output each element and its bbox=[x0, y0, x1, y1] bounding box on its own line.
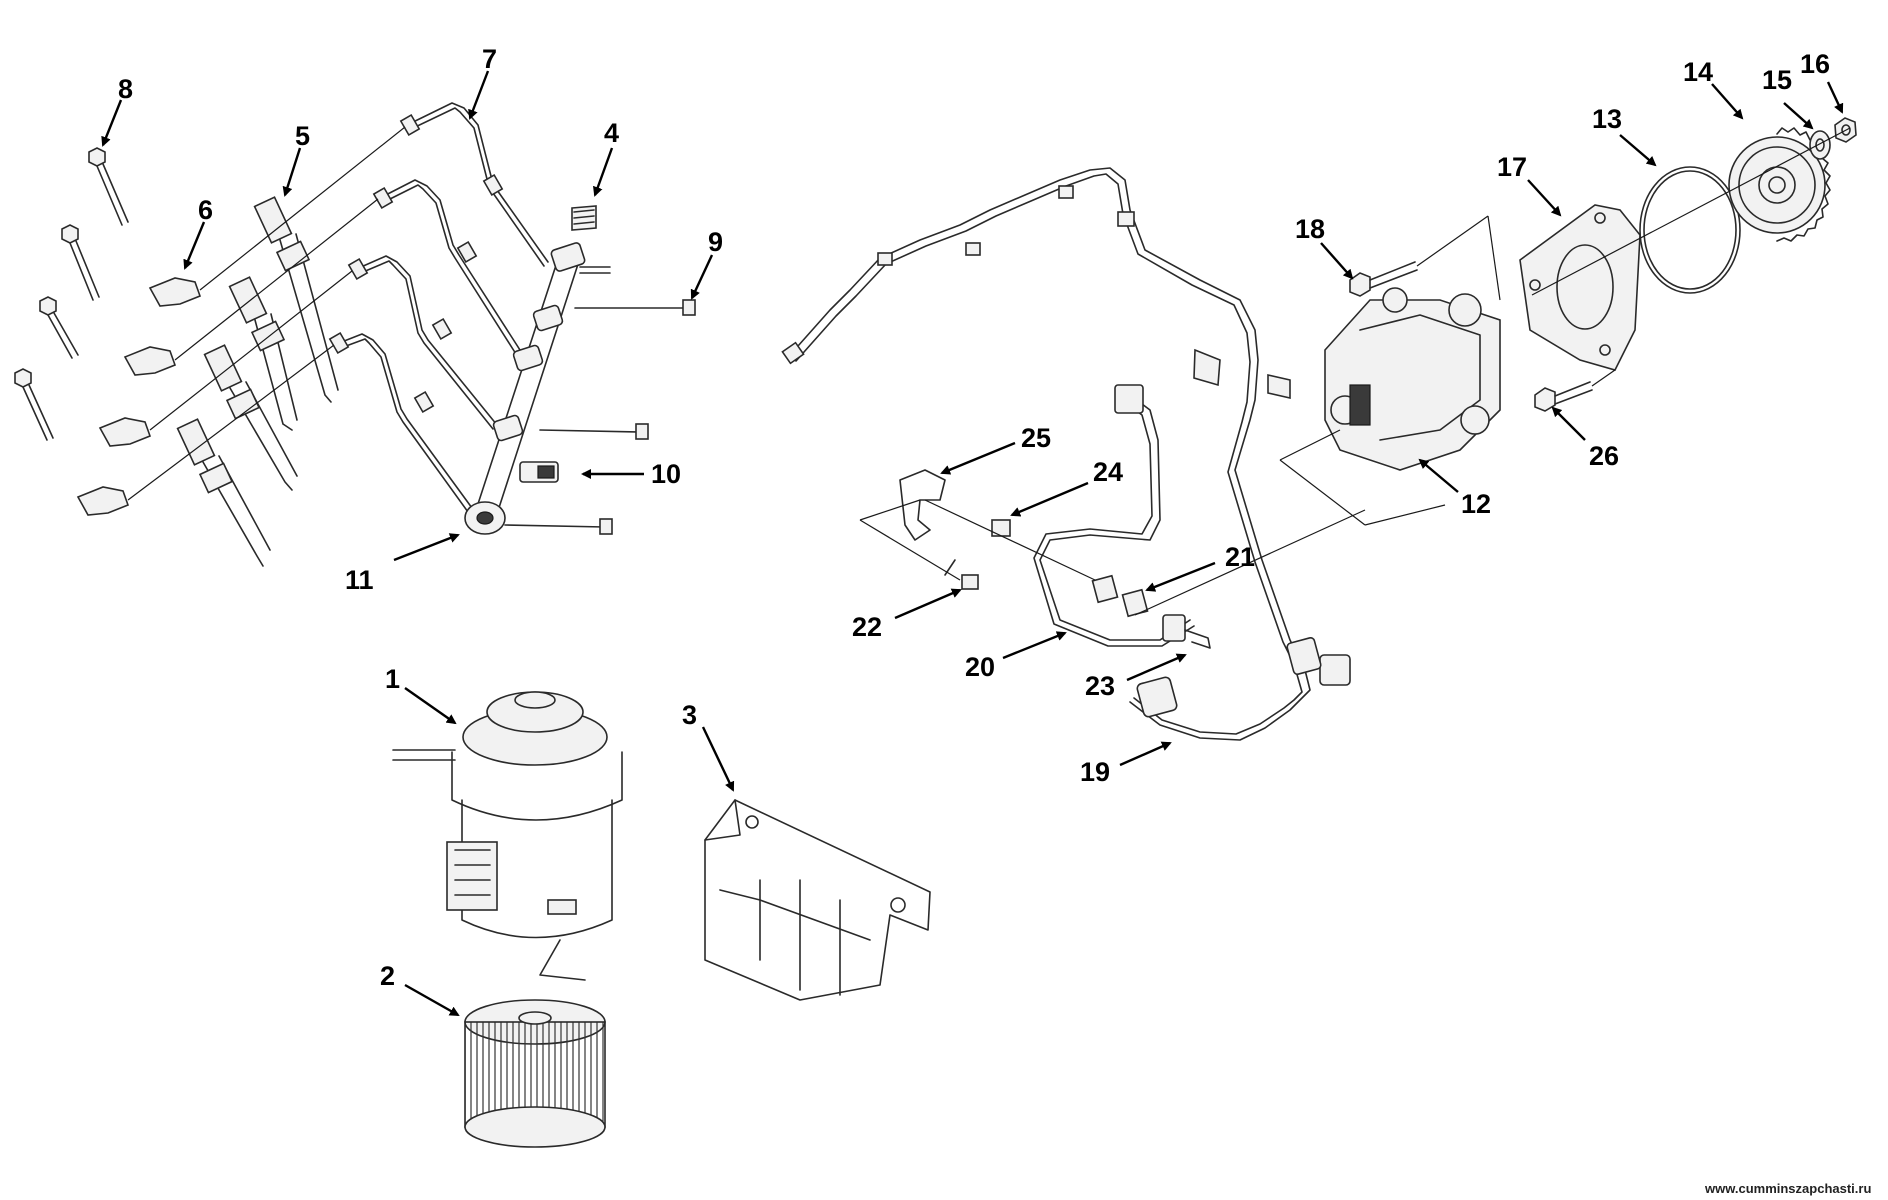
fuel-filter-housing bbox=[392, 691, 623, 981]
callout-26: 26 bbox=[1589, 441, 1619, 471]
callout-11: 11 bbox=[345, 565, 374, 595]
callout-9: 9 bbox=[708, 227, 723, 257]
adapter-bolt-18 bbox=[1349, 215, 1501, 301]
callout-21: 21 bbox=[1225, 542, 1255, 572]
rail-plug bbox=[571, 205, 597, 231]
callout-15: 15 bbox=[1762, 65, 1792, 95]
filter-mounting-bracket bbox=[704, 799, 931, 1001]
fuel-rail bbox=[464, 242, 696, 535]
clamp-bolt-4 bbox=[14, 368, 54, 441]
fuel-filter-element bbox=[464, 999, 606, 1148]
sensor-bracket bbox=[899, 469, 946, 541]
pump-adapter-plate bbox=[1519, 204, 1641, 371]
callout-23: 23 bbox=[1085, 671, 1115, 701]
clip-24 bbox=[991, 519, 1011, 537]
injector-1 bbox=[253, 196, 339, 403]
clamp-bolt-1 bbox=[88, 147, 129, 226]
injector-clamp-2 bbox=[123, 346, 177, 376]
callout-20: 20 bbox=[965, 652, 995, 682]
callout-1: 1 bbox=[385, 664, 400, 694]
clamp-bolt-2 bbox=[61, 224, 100, 301]
callout-13: 13 bbox=[1592, 104, 1622, 134]
callout-17: 17 bbox=[1497, 152, 1527, 182]
callout-7: 7 bbox=[482, 44, 497, 74]
callout-4: 4 bbox=[604, 118, 619, 148]
pump-wiring-harness bbox=[1129, 637, 1351, 741]
pump-drive-gear bbox=[1728, 127, 1831, 242]
callout-19: 19 bbox=[1080, 757, 1110, 787]
callout-5: 5 bbox=[295, 121, 310, 151]
high-pressure-lines bbox=[127, 102, 549, 513]
injector-bolts-group bbox=[14, 147, 129, 441]
callout-25: 25 bbox=[1021, 423, 1051, 453]
injector-2 bbox=[228, 276, 298, 431]
callout-24: 24 bbox=[1093, 457, 1123, 487]
sensor-harness bbox=[1033, 384, 1195, 647]
callout-2: 2 bbox=[380, 961, 395, 991]
source-watermark: www.cumminszapchasti.ru bbox=[1704, 1181, 1871, 1196]
o-ring bbox=[1639, 166, 1741, 294]
callout-14: 14 bbox=[1683, 57, 1713, 87]
injector-clamp-3 bbox=[98, 417, 152, 447]
callout-18: 18 bbox=[1295, 214, 1325, 244]
gear-washer bbox=[1809, 130, 1831, 160]
callout-16: 16 bbox=[1800, 49, 1830, 79]
callout-22: 22 bbox=[852, 612, 882, 642]
injector-clamp-4 bbox=[76, 486, 130, 516]
injectors-group bbox=[176, 196, 339, 567]
injector-wiring-harness bbox=[781, 167, 1301, 663]
clip-21 bbox=[1091, 574, 1149, 618]
rail-pressure-sensor bbox=[519, 461, 559, 483]
adapter-bolt-26 bbox=[1534, 369, 1616, 412]
injector-clamp-1 bbox=[148, 277, 202, 307]
callout-6: 6 bbox=[198, 195, 213, 225]
callout-3: 3 bbox=[682, 700, 697, 730]
sensor-leader-lines bbox=[859, 499, 1366, 616]
callout-10: 10 bbox=[651, 459, 681, 489]
callouts: 1 2 3 4 5 6 7 8 9 10 11 12 13 14 15 16 1 bbox=[101, 44, 1844, 1017]
high-pressure-fuel-pump bbox=[1279, 287, 1501, 526]
sensor-23 bbox=[1162, 614, 1211, 649]
injector-clamps-group bbox=[76, 277, 202, 516]
gear-axis-line bbox=[1531, 127, 1851, 296]
injector-4 bbox=[176, 418, 271, 567]
callout-12: 12 bbox=[1461, 489, 1491, 519]
clamp-bolt-3 bbox=[39, 296, 79, 359]
callout-8: 8 bbox=[118, 74, 133, 104]
injector-3 bbox=[203, 344, 298, 491]
